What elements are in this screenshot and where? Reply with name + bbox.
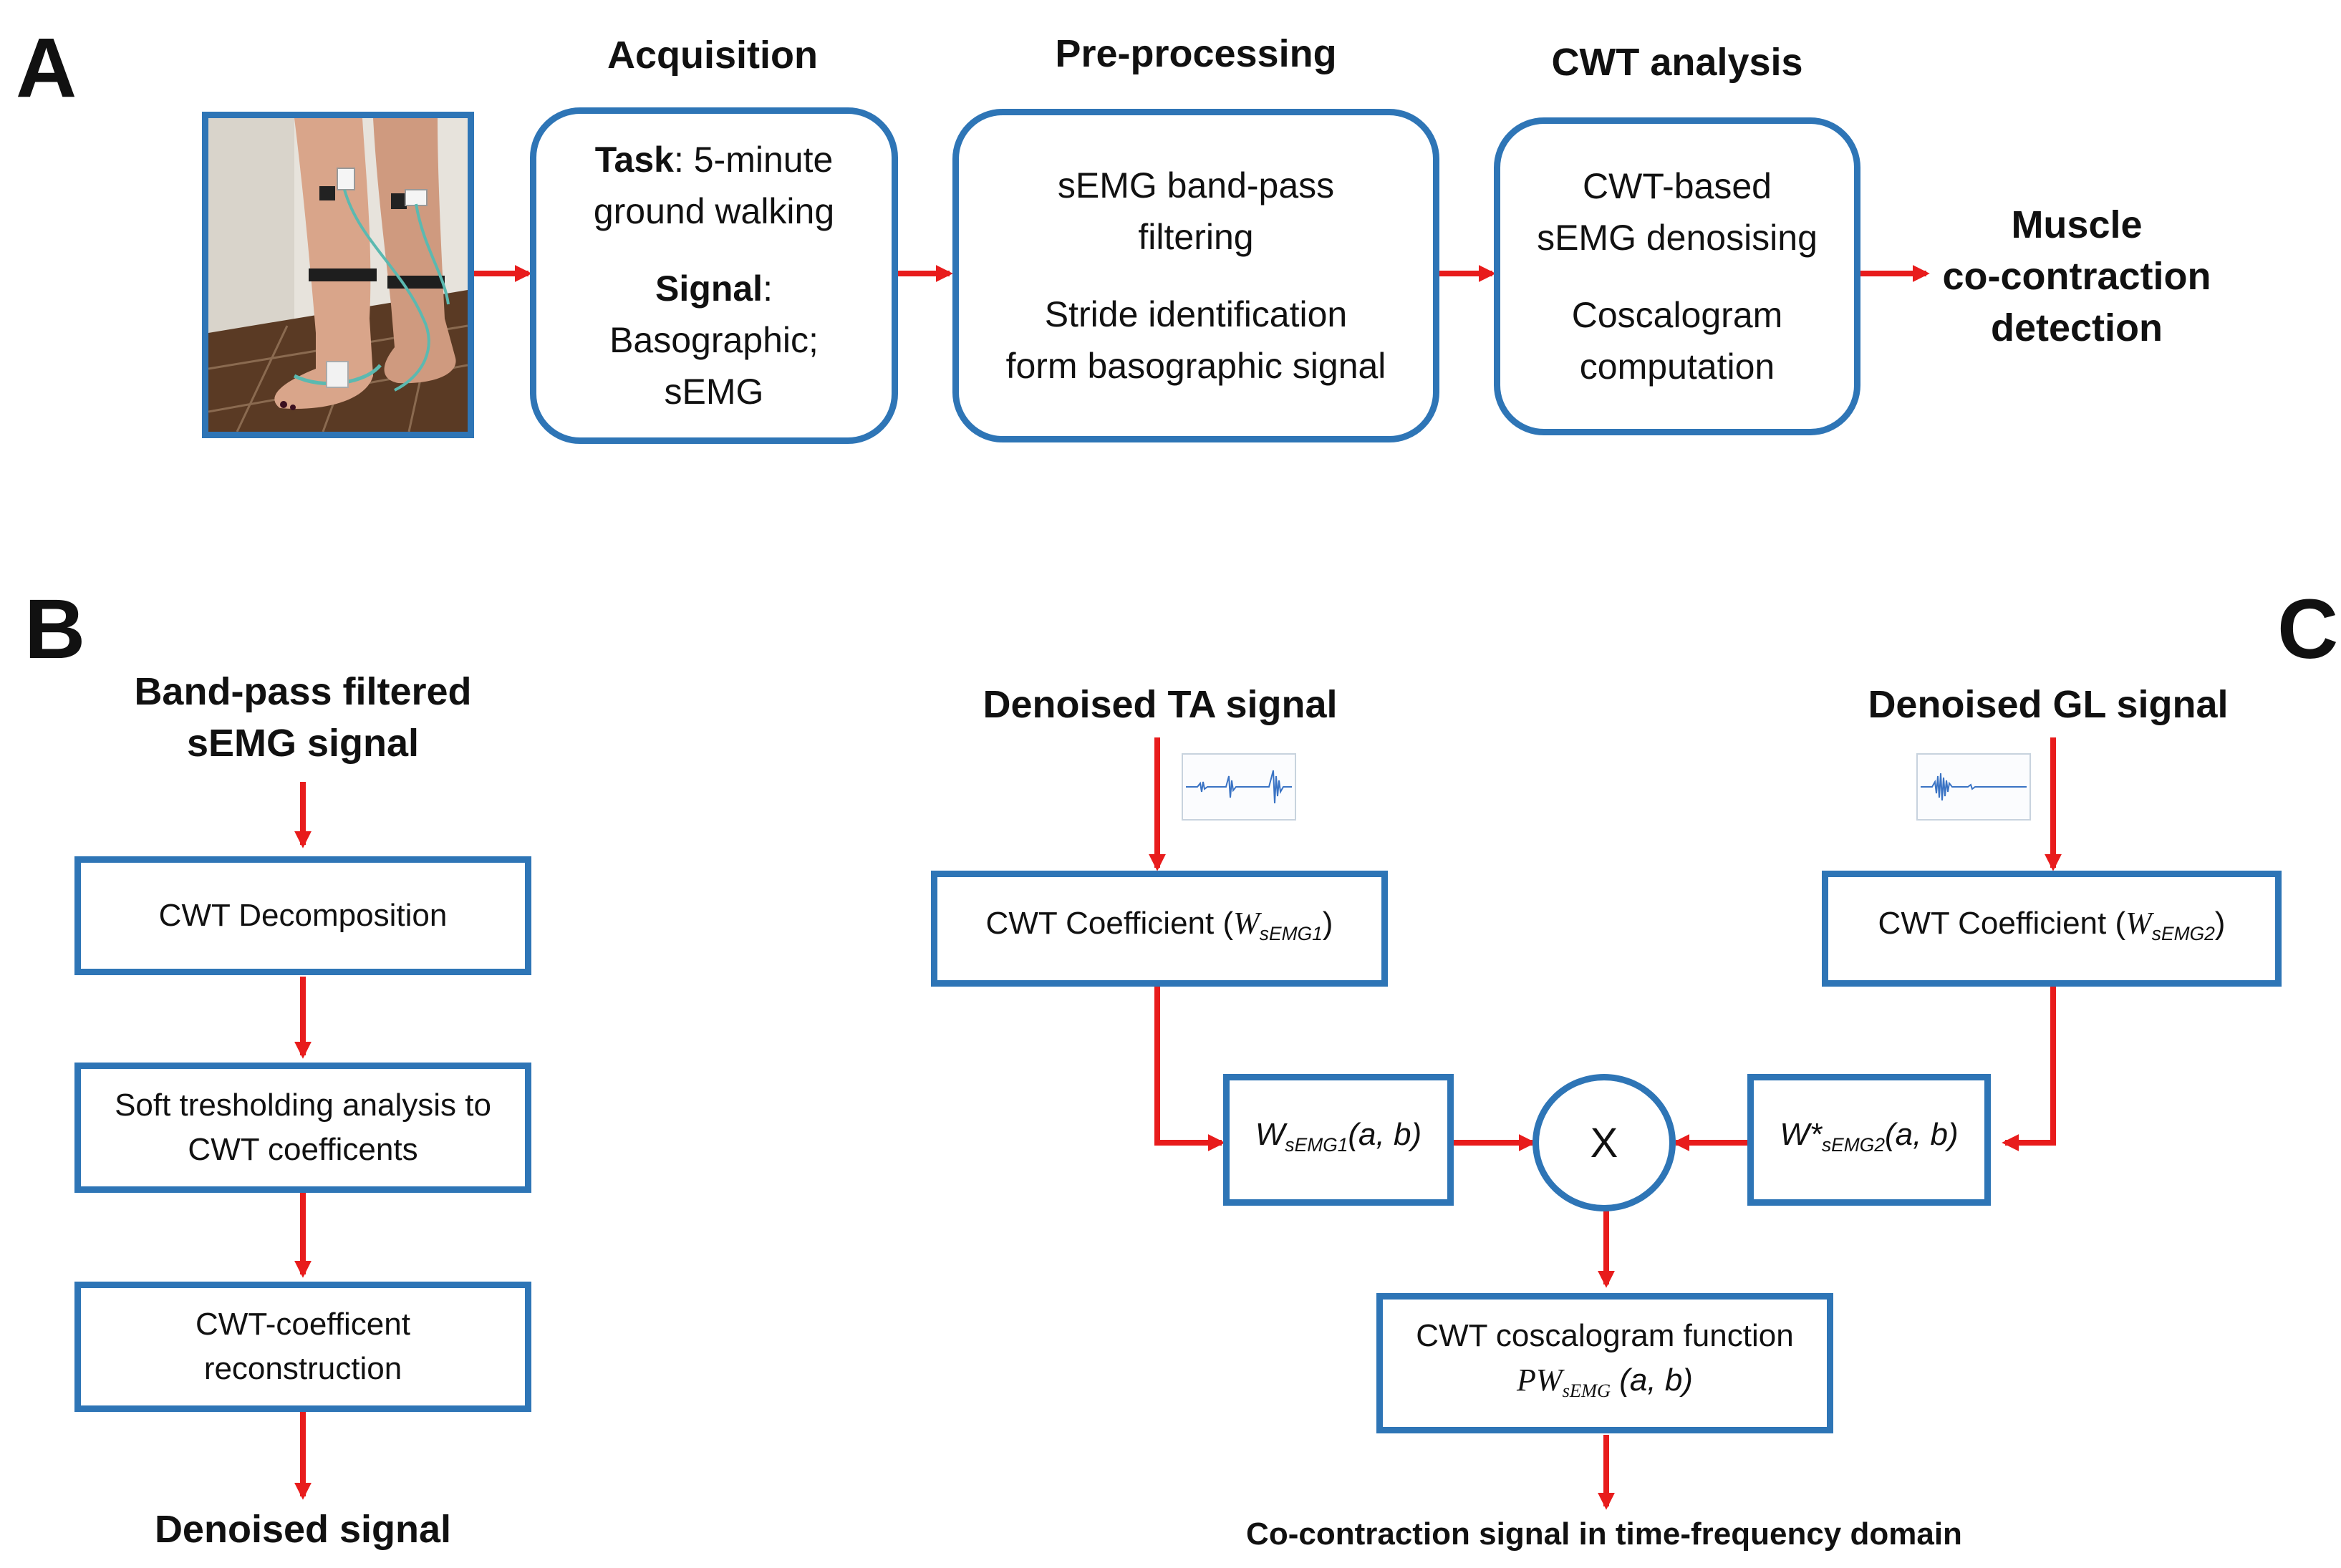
panel-letter-a: A xyxy=(16,21,77,115)
coef2-sub: sEMG2 xyxy=(2151,923,2215,945)
reconstruction-line2: reconstruction xyxy=(203,1351,402,1386)
cwt-line1: CWT-based xyxy=(1583,166,1772,206)
walking-photo xyxy=(202,112,474,438)
preprocessing-box: sEMG band-pass filtering Stride identifi… xyxy=(952,109,1439,442)
w1-args: (a, b) xyxy=(1348,1116,1422,1152)
cosc-var: PW xyxy=(1517,1362,1563,1398)
coef1-text: CWT Coefficient (WsEMG1) xyxy=(986,901,1333,956)
signal-text: Basographic; xyxy=(609,320,819,360)
coef1-var: W xyxy=(1233,905,1260,941)
cwt-line4: computation xyxy=(1579,347,1775,387)
w2-args: (a, b) xyxy=(1884,1116,1959,1152)
w2-text: W*sEMG2(a, b) xyxy=(1780,1113,1958,1167)
ta-waveform-icon xyxy=(1186,770,1292,804)
output-line3: detection xyxy=(1990,306,2163,349)
panel-b-input-label: Band-pass filtered sEMG signal xyxy=(72,666,534,769)
acquisition-heading: Acquisition xyxy=(607,34,818,77)
soft-thresholding-box: Soft tresholding analysis to CWT coeffic… xyxy=(74,1063,531,1193)
cwt-coefficient-2-box: CWT Coefficient (WsEMG2) xyxy=(1822,871,2282,987)
signal-colon: : xyxy=(763,268,773,309)
input-line1: Band-pass filtered xyxy=(134,670,472,713)
multiply-node: X xyxy=(1532,1074,1676,1211)
panel-letter-b: B xyxy=(24,582,86,677)
w-star-semg2-box: W*sEMG2(a, b) xyxy=(1747,1074,1991,1206)
w2-var: W* xyxy=(1780,1116,1822,1152)
decomposition-label: CWT Decomposition xyxy=(158,898,448,933)
legs-illustration xyxy=(208,118,468,432)
gl-signal-label: Denoised GL signal xyxy=(1868,683,2229,726)
task-text-line2: ground walking xyxy=(593,191,835,231)
w1-sub: sEMG1 xyxy=(1285,1134,1348,1156)
coef1-suffix: ) xyxy=(1322,905,1333,941)
signal-text-line2: sEMG xyxy=(664,372,764,412)
preprocessing-heading: Pre-processing xyxy=(1055,32,1337,75)
acquisition-task-line: Task: 5-minute xyxy=(595,134,834,185)
cosc-args: (a, b) xyxy=(1611,1362,1693,1398)
coef2-text: CWT Coefficient (WsEMG2) xyxy=(1878,901,2226,956)
reconstruction-line1: CWT-coefficent xyxy=(196,1307,410,1342)
cosc-sub: sEMG xyxy=(1562,1380,1611,1402)
cwt-decomposition-box: CWT Decomposition xyxy=(74,856,531,975)
acquisition-signal-line: Signal: xyxy=(655,263,773,314)
panel-letter-c: C xyxy=(2277,582,2339,677)
cwt-line2: sEMG denosising xyxy=(1537,218,1818,258)
task-text: : 5-minute xyxy=(673,140,834,180)
cwt-line3: Coscalogram xyxy=(1571,295,1783,335)
w1-var: W xyxy=(1255,1116,1285,1152)
output-line1: Muscle xyxy=(2011,203,2143,246)
cwt-analysis-box: CWT-based sEMG denosising Coscalogram co… xyxy=(1494,117,1860,435)
preprocessing-line4: form basographic signal xyxy=(1005,346,1386,386)
arrow-coef2-to-w2 xyxy=(2002,987,2056,1151)
thresholding-line1: Soft tresholding analysis to xyxy=(115,1088,491,1123)
reconstruction-box: CWT-coefficent reconstruction xyxy=(74,1282,531,1412)
coscalogram-formula: PWsEMG (a, b) xyxy=(1517,1358,1693,1413)
w2-sub: sEMG2 xyxy=(1821,1134,1885,1156)
task-label: Task xyxy=(594,140,674,180)
coef1-sub: sEMG1 xyxy=(1259,923,1323,945)
w1-text: WsEMG1(a, b) xyxy=(1255,1113,1422,1167)
ta-signal-label: Denoised TA signal xyxy=(983,683,1338,726)
arrow-coef1-to-w1 xyxy=(1154,987,1225,1151)
preprocessing-line2: filtering xyxy=(1138,217,1254,257)
coef2-prefix: CWT Coefficient ( xyxy=(1878,905,2126,941)
coscalogram-line1: CWT coscalogram function xyxy=(1416,1317,1794,1353)
w-semg1-box: WsEMG1(a, b) xyxy=(1223,1074,1454,1206)
ta-waveform-thumbnail xyxy=(1182,753,1296,821)
coef2-suffix: ) xyxy=(2214,905,2226,941)
cwt-coefficient-1-box: CWT Coefficient (WsEMG1) xyxy=(931,871,1388,987)
co-contraction-output: Muscle co-contraction detection xyxy=(1926,199,2227,354)
cwt-analysis-heading: CWT analysis xyxy=(1551,41,1803,84)
denoised-signal-output: Denoised signal xyxy=(154,1508,452,1551)
acquisition-box: Task: 5-minute ground walking Signal: Ba… xyxy=(530,107,898,444)
input-line2: sEMG signal xyxy=(186,722,420,765)
coef2-var: W xyxy=(2125,905,2152,941)
signal-label: Signal xyxy=(655,268,763,309)
coef1-prefix: CWT Coefficient ( xyxy=(985,905,1234,941)
co-contraction-output-label: Co-contraction signal in time-frequency … xyxy=(1246,1516,1962,1552)
thresholding-line2: CWT coefficents xyxy=(188,1132,418,1167)
gl-waveform-thumbnail xyxy=(1916,753,2031,821)
gl-waveform-icon xyxy=(1921,773,2027,801)
coscalogram-function-box: CWT coscalogram function PWsEMG (a, b) xyxy=(1376,1293,1833,1433)
preprocessing-line3: Stride identification xyxy=(1044,294,1348,334)
preprocessing-line1: sEMG band-pass xyxy=(1057,165,1335,205)
output-line2: co-contraction xyxy=(1942,255,2211,298)
